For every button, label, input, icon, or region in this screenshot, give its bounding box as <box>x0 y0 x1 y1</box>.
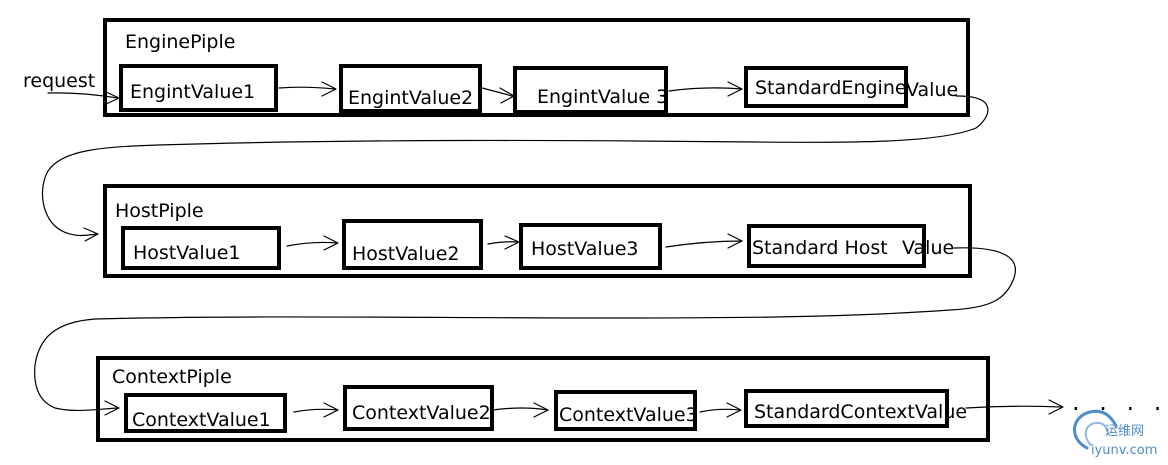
engine-pipeline-title: EnginePiple <box>125 31 235 53</box>
request-arrowhead <box>103 90 120 106</box>
host-valve-2-label: HostValue2 <box>352 243 460 265</box>
host-arrow-2-3 <box>487 241 519 245</box>
host-standard-valve-box <box>747 224 926 268</box>
host-arrow-1-2 <box>286 241 338 247</box>
engine-valve-2-label: EngintValue2 <box>348 87 473 109</box>
engine-valve-1-label: EngintValue1 <box>130 81 255 103</box>
watermark-inner-swirl-icon <box>1084 421 1109 446</box>
context-valve-1-label: ContextValue1 <box>132 409 271 431</box>
engine-arrow-1-2 <box>278 86 336 90</box>
continuation-arrow <box>965 405 1063 409</box>
engine-valve-1-box <box>119 64 278 112</box>
host-arrow-2-3-head <box>504 235 520 250</box>
context-arrow-1-2 <box>293 408 339 413</box>
host-valve-3-label: HostValue3 <box>531 238 639 260</box>
context-valve-2-label: ContextValue2 <box>352 402 491 424</box>
host-pipeline-box <box>103 184 972 278</box>
host-valve-2-box <box>342 219 483 270</box>
context-pipeline-title: ContextPiple <box>112 366 232 388</box>
context-standard-valve-label: StandardContextValue <box>754 401 967 423</box>
engine-arrow-2-3 <box>481 87 513 97</box>
request-arrow <box>47 92 119 99</box>
watermark-site-english: iyunv.com <box>1091 443 1157 458</box>
context-arrow-2-3 <box>492 407 549 411</box>
watermark-site-chinese: 运维网 <box>1105 424 1144 439</box>
host-arrow-1-2-head <box>323 235 339 251</box>
host-pipeline-title: HostPiple <box>115 200 204 222</box>
context-arrow-1-2-head <box>323 402 339 418</box>
watermark-swirl-icon <box>1073 409 1118 450</box>
host-standard-valve-label-part-1: Standard Host <box>752 237 888 259</box>
context-arrow-3-standard <box>699 408 741 413</box>
context-valve-2-box <box>343 385 494 431</box>
engine-standard-valve-label-part-2: Value <box>906 79 958 101</box>
engine-to-host-connector <box>41 95 989 237</box>
host-arrow-3-standard <box>665 240 743 248</box>
context-pipeline-box <box>96 356 990 442</box>
continuation-arrowhead <box>1048 399 1064 415</box>
context-valve-3-box <box>554 390 697 431</box>
host-valve-1-box <box>121 226 281 270</box>
host-to-context-connector <box>34 247 1016 412</box>
context-standard-valve-box <box>744 389 949 428</box>
engine-pipeline-box <box>103 18 970 117</box>
host-valve-3-box <box>519 223 662 270</box>
engine-valve-3-label: EngintValue 3 <box>537 86 668 108</box>
engine-standard-valve-box <box>744 66 908 108</box>
host-arrow-3-standard-head <box>727 233 743 249</box>
context-valve-1-box <box>124 393 287 433</box>
host-standard-valve-label-part-2: Value <box>902 237 954 259</box>
engine-valve-3-box <box>513 66 668 114</box>
engine-arrow-2-3-head <box>499 87 515 104</box>
host-valve-1-label: HostValue1 <box>133 242 241 264</box>
engine-arrow-3-standard <box>668 87 743 92</box>
context-arrow-3-standard-head <box>726 402 742 418</box>
host-to-context-connector-head <box>104 400 120 416</box>
engine-standard-valve-label-part-1: StandardEngine <box>755 77 907 99</box>
context-valve-3-label: ContextValue3 <box>559 404 698 426</box>
engine-valve-2-box <box>339 64 482 113</box>
engine-arrow-1-2-head <box>321 81 337 97</box>
engine-arrow-3-standard-head <box>727 81 743 97</box>
context-arrow-2-3-head <box>533 402 549 418</box>
request-label: request <box>23 70 95 92</box>
iyunv-watermark: 运维网 iyunv.com <box>1073 409 1157 458</box>
engine-to-host-connector-head <box>83 227 99 242</box>
